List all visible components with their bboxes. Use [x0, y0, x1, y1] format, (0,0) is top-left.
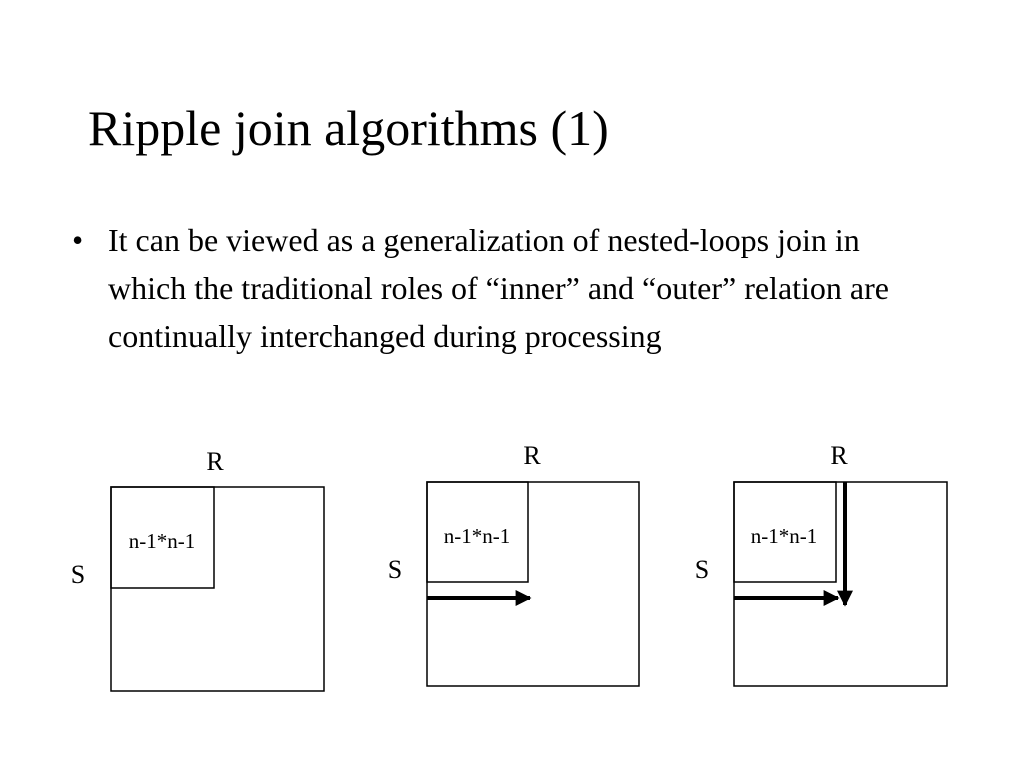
relation-outer-square	[733, 481, 948, 687]
region-label: n-1*n-1	[444, 524, 511, 548]
diagram-3: R S n-1*n-1	[695, 441, 948, 687]
region-label: n-1*n-1	[129, 529, 196, 553]
bullet-text: It can be viewed as a generalization of …	[108, 222, 889, 354]
processed-region-square	[733, 481, 837, 583]
relation-r-label: R	[523, 441, 541, 470]
relation-r-label: R	[206, 447, 224, 476]
relation-s-label: S	[388, 555, 402, 584]
relation-outer-square	[110, 486, 325, 692]
diagram-1: R S n-1*n-1	[71, 447, 325, 692]
processed-region-square	[426, 481, 529, 583]
bullet-list: • It can be viewed as a generalization o…	[72, 216, 912, 360]
bullet-item: • It can be viewed as a generalization o…	[72, 216, 912, 360]
relation-s-label: S	[695, 555, 709, 584]
slide-title: Ripple join algorithms (1)	[88, 100, 609, 156]
diagram-2: R S n-1*n-1	[388, 441, 640, 687]
region-label: n-1*n-1	[751, 524, 818, 548]
relation-r-label: R	[830, 441, 848, 470]
bullet-marker: •	[72, 222, 84, 258]
relation-outer-square	[426, 481, 640, 687]
processed-region-square	[110, 486, 215, 589]
relation-s-label: S	[71, 560, 85, 589]
